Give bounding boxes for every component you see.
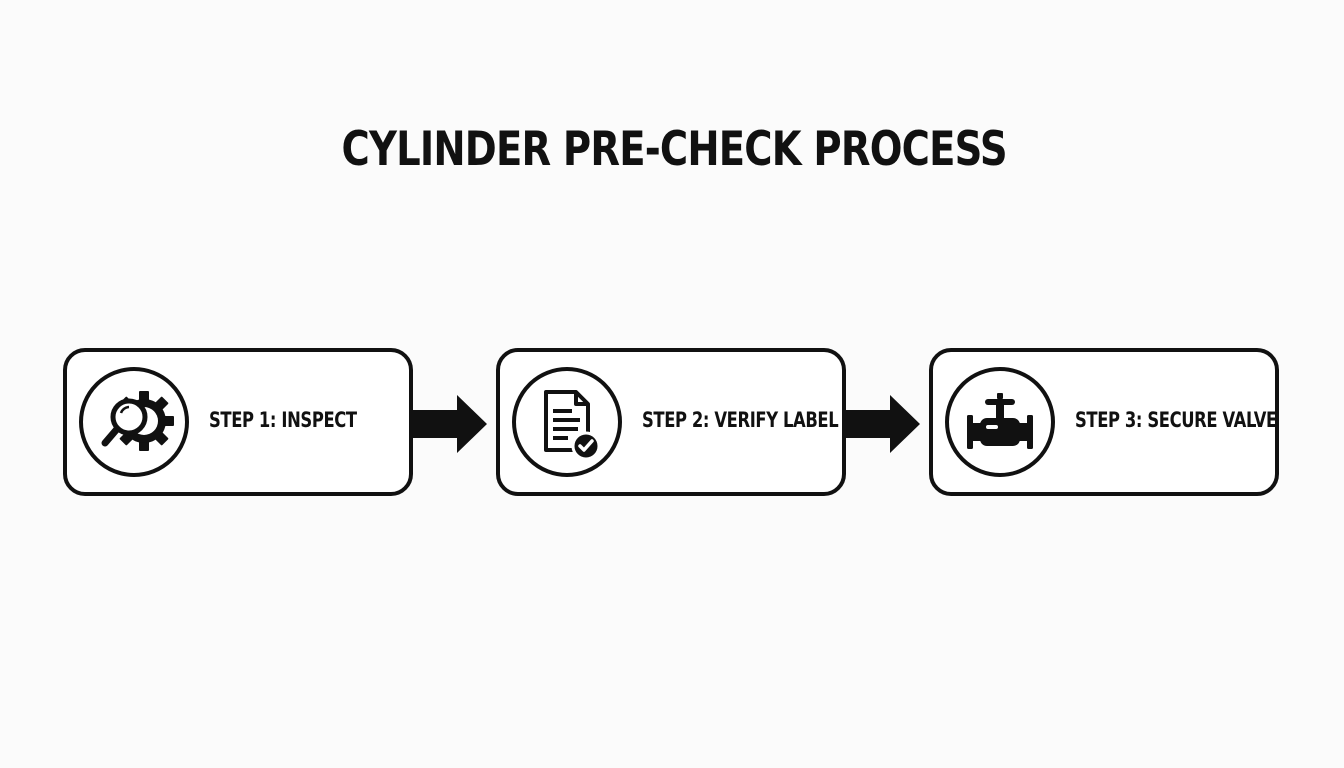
step-3-label: STEP 3: SECURE VALVE (1075, 408, 1277, 432)
step-2-icon-circle (512, 367, 622, 477)
step-2-box: STEP 2: VERIFY LABEL (496, 348, 846, 496)
step-1-label: STEP 1: INSPECT (209, 408, 357, 432)
arrow-right-icon (846, 395, 920, 453)
step-2-label: STEP 2: VERIFY LABEL (642, 408, 839, 432)
step-3-icon-circle (945, 367, 1055, 477)
document-check-icon (544, 390, 601, 461)
step-1-icon-circle (79, 367, 189, 477)
magnifier-gear-icon (101, 391, 174, 451)
step-3-box: STEP 3: SECURE VALVE (929, 348, 1279, 496)
valve-icon (967, 393, 1033, 449)
step-1-box: STEP 1: INSPECT (63, 348, 413, 496)
diagram-title: CYLINDER PRE-CHECK PROCESS (341, 122, 1008, 177)
arrow-right-icon (413, 395, 487, 453)
